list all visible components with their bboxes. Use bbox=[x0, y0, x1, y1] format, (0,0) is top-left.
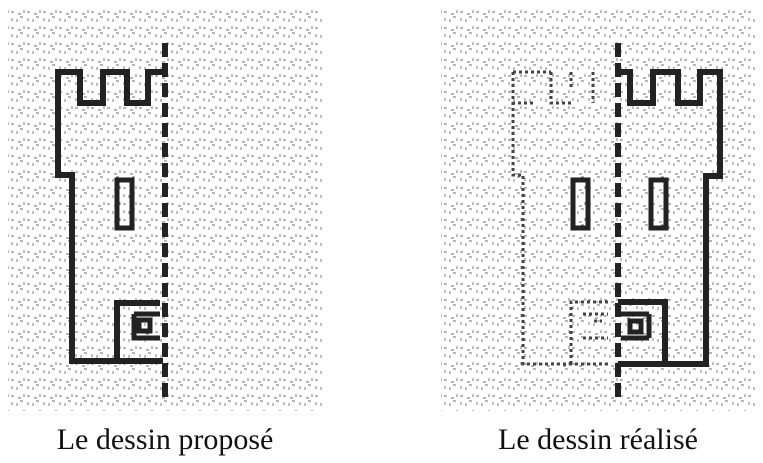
tower-outline bbox=[55, 69, 163, 364]
proposed-drawing-caption: Le dessin proposé bbox=[56, 423, 274, 456]
door-frame bbox=[114, 300, 160, 361]
realized-drawing-caption: Le dessin réalisé bbox=[498, 423, 698, 456]
tower-window bbox=[114, 177, 135, 231]
realized-drawing-panel: Le dessin réalisé bbox=[433, 0, 763, 463]
proposed-drawing-panel: Le dessin proposé bbox=[0, 0, 330, 463]
inner-door-frame bbox=[131, 311, 160, 341]
right-window bbox=[648, 177, 669, 231]
dotted-copy-outline bbox=[511, 70, 611, 366]
realized-drawing-figure bbox=[433, 0, 763, 420]
door-knob bbox=[136, 317, 153, 334]
left-window bbox=[570, 177, 591, 231]
reflected-door-frame bbox=[618, 299, 668, 361]
dotted-copy-door bbox=[569, 300, 608, 364]
reflected-door-knob bbox=[627, 318, 644, 335]
reflected-inner-door-frame bbox=[621, 311, 652, 341]
proposed-drawing-figure bbox=[0, 0, 330, 420]
reflected-tower-outline bbox=[615, 69, 723, 367]
